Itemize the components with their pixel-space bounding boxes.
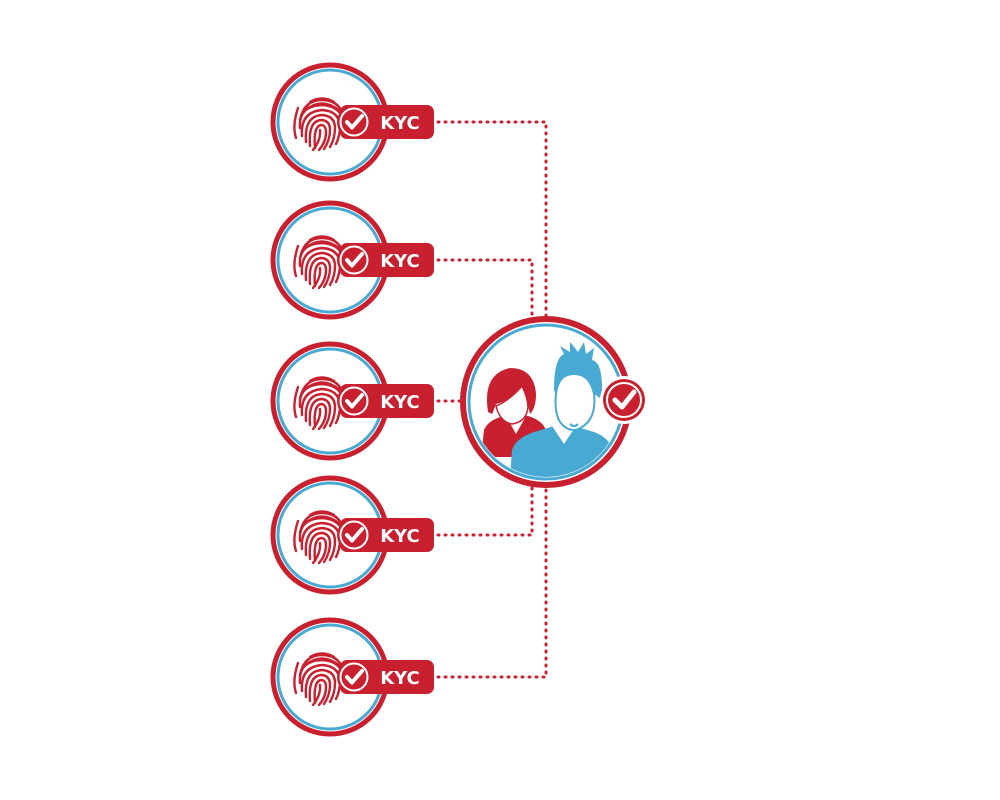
kyc-label: KYC bbox=[380, 526, 420, 547]
kyc-label: KYC bbox=[380, 392, 420, 413]
kyc-label: KYC bbox=[380, 113, 420, 134]
check-icon bbox=[335, 382, 373, 420]
connector-4 bbox=[436, 482, 534, 537]
check-icon bbox=[335, 658, 373, 696]
kyc-label: KYC bbox=[380, 251, 420, 272]
verified-check-icon bbox=[600, 376, 648, 424]
hub-node bbox=[460, 316, 648, 488]
kyc-node: KYC bbox=[273, 65, 434, 179]
users-icon bbox=[481, 342, 614, 477]
kyc-node: KYC bbox=[273, 620, 434, 734]
connector-1 bbox=[436, 120, 548, 324]
check-icon bbox=[335, 103, 373, 141]
check-icon bbox=[335, 516, 373, 554]
check-icon bbox=[335, 241, 373, 279]
kyc-label: KYC bbox=[380, 668, 420, 689]
connector-5 bbox=[436, 482, 548, 679]
man-avatar bbox=[510, 342, 614, 477]
kyc-node: KYC bbox=[273, 344, 434, 458]
connector-2 bbox=[436, 258, 534, 324]
connector-lines bbox=[436, 120, 548, 679]
kyc-node: KYC bbox=[273, 203, 434, 317]
kyc-node: KYC bbox=[273, 478, 434, 592]
